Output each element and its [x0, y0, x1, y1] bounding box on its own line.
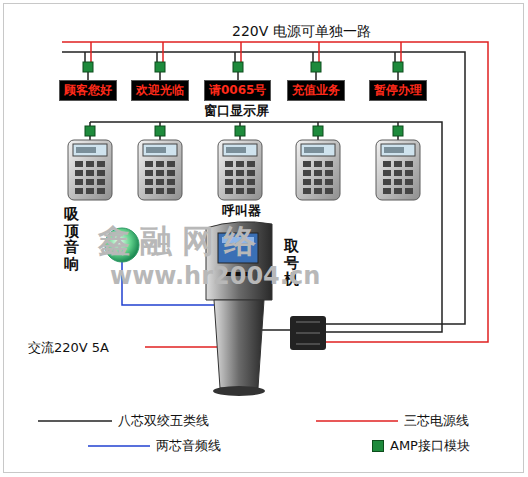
bus-wires	[62, 42, 488, 347]
legend-text: 八芯双绞五类线	[118, 413, 209, 429]
legend-line-sample	[88, 445, 150, 447]
legend-text: 三芯电源线	[404, 413, 469, 429]
window-display: 请0065号	[204, 80, 271, 101]
display-text: 请0065号	[209, 83, 266, 98]
legend-line-sample	[316, 420, 398, 422]
window-display: 顾客您好	[59, 80, 117, 101]
display-text: 暂停办理	[374, 83, 422, 98]
display-data-bus	[62, 52, 465, 324]
watermark: www.hr2004.cn	[110, 262, 320, 290]
display-text: 顾客您好	[64, 83, 112, 98]
legend-swatch	[372, 440, 384, 452]
watermark: 鑫融网络	[98, 220, 266, 264]
frame	[4, 4, 524, 473]
display-text: 欢迎光临	[136, 83, 184, 98]
mains-wire	[145, 346, 217, 348]
legend-line-sample	[38, 420, 112, 422]
junction-box	[290, 316, 326, 350]
vertical-label: 吸顶音响	[64, 206, 79, 272]
window-display: 欢迎光临	[131, 80, 189, 101]
window-display: 暂停办理	[369, 80, 427, 101]
legend-text: AMP接口模块	[390, 438, 470, 454]
caller-devices	[68, 140, 420, 200]
part-label: 窗口显示屏	[204, 102, 269, 120]
legend-text: 两芯音频线	[156, 438, 221, 454]
kiosk-link	[262, 329, 290, 331]
window-display: 充值业务	[287, 80, 345, 101]
amp-modules	[83, 62, 403, 136]
part-label: 220V 电源可单独一路	[232, 23, 371, 41]
display-text: 充值业务	[292, 83, 340, 98]
caller-data-bus	[90, 122, 442, 332]
power-bus	[62, 42, 488, 342]
part-label: 交流220V 5A	[28, 339, 109, 357]
part-label: 呼叫器	[222, 202, 261, 220]
